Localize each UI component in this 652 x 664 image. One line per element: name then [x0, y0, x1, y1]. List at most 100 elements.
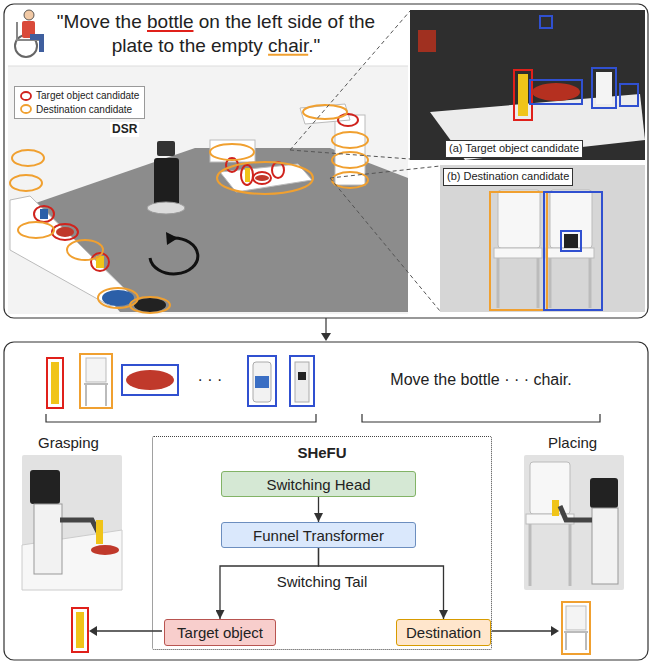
- destination-rings: [10, 105, 368, 313]
- robot-head: [157, 141, 175, 156]
- chair-seat: [494, 248, 542, 258]
- legend-row: Target object candidate: [20, 89, 139, 103]
- photo-ground: [524, 455, 624, 590]
- legend-box: Target object candidateDestination candi…: [14, 86, 145, 119]
- blue-bin: [102, 290, 134, 306]
- target-ring: [241, 165, 253, 185]
- target-photo: [410, 10, 645, 160]
- bracket: [362, 414, 600, 422]
- target-ring: [272, 162, 284, 178]
- top-panel: [4, 4, 648, 318]
- legs: [30, 34, 44, 52]
- legend-ring: [21, 105, 31, 113]
- plate: [91, 545, 119, 555]
- output-arrowhead: [89, 626, 97, 636]
- bracket: [46, 414, 316, 422]
- object: [255, 175, 269, 181]
- box-label: Destination: [406, 624, 481, 641]
- box-label: Target object: [177, 624, 263, 641]
- flow-arrow: [325, 318, 326, 334]
- chair-legs: [530, 524, 570, 586]
- photo-caption: (b) Destination candidate: [443, 168, 573, 186]
- bottle: [96, 520, 103, 544]
- bottle: [76, 612, 84, 648]
- head: [24, 10, 34, 20]
- legend-label: Target object candidate: [36, 89, 139, 103]
- bottle: [552, 500, 559, 516]
- candidate-box: [540, 16, 552, 28]
- legend-ring: [20, 104, 32, 114]
- chair: [530, 462, 570, 514]
- chair-legs: [84, 384, 108, 406]
- chair: [86, 358, 106, 382]
- object: [56, 227, 74, 237]
- box-label: Funnel Transformer: [253, 527, 384, 544]
- ceiling-edge: [8, 66, 408, 67]
- photo-ground: [22, 455, 122, 590]
- robot-label: DSR: [110, 122, 139, 137]
- candidate-box: [290, 356, 314, 406]
- robot-body: [34, 504, 62, 574]
- target-ring: [34, 206, 54, 222]
- candidate-box: [530, 80, 582, 104]
- robot-base: [147, 202, 185, 214]
- object: [564, 234, 578, 248]
- bottom-panel: [4, 342, 648, 660]
- photo-caption: (a) Target object candidate: [445, 140, 583, 158]
- robot-body: [154, 158, 179, 206]
- candidate-box: [122, 365, 178, 395]
- module-label: Switching Tail: [252, 573, 392, 592]
- chair-legs: [564, 632, 588, 650]
- instruction-text: "Move the bottle on the left side of the…: [55, 10, 377, 58]
- model-box: SHeFUSwitching HeadFunnel TransformerTar…: [152, 436, 492, 650]
- object: [418, 30, 436, 52]
- legend-label: Destination candidate: [36, 103, 132, 117]
- candidate-box: [620, 84, 638, 106]
- robot-body: [592, 508, 618, 584]
- target-ring: [253, 172, 271, 184]
- legend-ring: [21, 92, 31, 100]
- photo-caption: Placing: [548, 434, 597, 453]
- connector: [318, 497, 319, 522]
- callout-line: [330, 166, 440, 178]
- low-table: [220, 164, 312, 192]
- destination-photo: [440, 165, 645, 312]
- callout-line: [290, 150, 410, 159]
- robot-head: [30, 470, 60, 504]
- object: [245, 168, 250, 182]
- robot-arm: [60, 520, 98, 532]
- instruction-text: Move the bottle · · · chair.: [360, 370, 602, 390]
- candidate-box: [544, 192, 602, 310]
- detergent: [596, 72, 612, 104]
- photo-caption: Grasping: [38, 434, 99, 453]
- target-box: [72, 608, 88, 652]
- output-box: Destination: [396, 619, 491, 646]
- chair-legs: [550, 258, 590, 308]
- robot-arm: [560, 506, 592, 520]
- candidate-box: [248, 356, 276, 406]
- wheelchair-user: [15, 10, 44, 57]
- target-rings: [34, 114, 358, 271]
- placing-photo: [524, 455, 624, 590]
- output-arrow: [492, 630, 552, 631]
- destination-ring: [210, 144, 254, 160]
- plate: [532, 83, 580, 101]
- flow-arrowhead: [321, 333, 331, 341]
- module-box: Switching Head: [221, 471, 416, 497]
- chair: [550, 190, 592, 248]
- box-label: Switching Head: [266, 476, 370, 493]
- destination-box: [80, 354, 112, 408]
- destination-ring: [332, 172, 368, 188]
- destination-ring: [12, 150, 44, 166]
- detergent-label: [255, 376, 269, 388]
- room-wall: [8, 66, 408, 314]
- destination-box: [490, 192, 547, 310]
- plate: [126, 370, 174, 390]
- photo-ground: [410, 10, 645, 160]
- bottle: [51, 362, 59, 404]
- rotation-arrow: [150, 238, 198, 274]
- grasping-photo: [22, 455, 122, 590]
- room-photo: [8, 66, 408, 314]
- object: [298, 372, 306, 380]
